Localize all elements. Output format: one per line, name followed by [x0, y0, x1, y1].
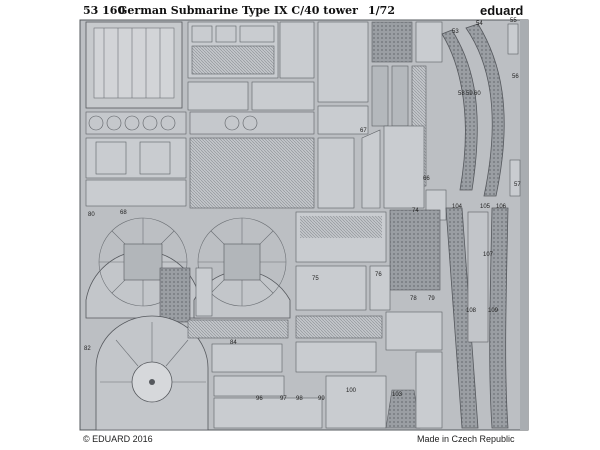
- part-group-upper-middle: [187, 21, 443, 135]
- part-number: 58: [458, 91, 465, 97]
- part-number: 104: [452, 204, 463, 210]
- part-number: 68: [120, 210, 127, 216]
- part-group-top-left: [85, 21, 183, 109]
- part-number: 59: [466, 91, 473, 97]
- part-number: 54: [476, 21, 483, 27]
- part-number: 109: [488, 308, 499, 314]
- part-group-curved-strips-top: [441, 23, 521, 197]
- brand-logo-text: eduard: [480, 3, 523, 18]
- part-number: 97: [280, 396, 287, 402]
- part-number: 105: [480, 204, 491, 210]
- svg-text:53 160: 53 160: [83, 4, 125, 17]
- origin-text: Made in Czech Republic: [417, 434, 515, 444]
- part-number: 106: [496, 204, 507, 210]
- part-number: 99: [318, 396, 325, 402]
- part-number: 79: [428, 296, 435, 302]
- part-number: 75: [312, 276, 319, 282]
- part-number: 76: [375, 272, 382, 278]
- part-number: 74: [412, 208, 419, 214]
- part-number: 107: [483, 252, 494, 258]
- part-number: 66: [423, 176, 430, 182]
- part-number: 103: [392, 392, 403, 398]
- part-number: 67: [360, 128, 367, 134]
- part-group-middle-left: [85, 125, 447, 221]
- part-number: 78: [410, 296, 417, 302]
- part-number: 55: [510, 18, 517, 24]
- fret-scale: 1/72: [368, 4, 395, 17]
- part-number: 96: [256, 396, 263, 402]
- part-number: 82: [84, 346, 91, 352]
- part-group-bottom-middle: [187, 311, 443, 429]
- fret-code: 53 160: [83, 4, 125, 17]
- part-number: 53: [452, 29, 459, 35]
- part-number: 60: [474, 91, 481, 97]
- copyright-text: © EDUARD 2016: [83, 434, 153, 444]
- platform-part-right: [193, 217, 291, 319]
- part-number: 108: [466, 308, 477, 314]
- part-number-labels: 53 54 55 56 57 58 59 60 66 67 68 74 75 7…: [84, 18, 521, 402]
- fret-edge-right: [520, 20, 528, 430]
- part-number: 100: [346, 388, 357, 394]
- part-group-center-panels: [159, 209, 441, 323]
- part-number: 57: [514, 182, 521, 188]
- deck-part-bottom-left: [95, 315, 209, 431]
- part-number: 98: [296, 396, 303, 402]
- fret-title: German Submarine Type IX C/40 tower: [118, 4, 358, 17]
- part-number: 56: [512, 74, 519, 80]
- part-number: 80: [88, 212, 95, 218]
- part-number: 84: [230, 340, 237, 346]
- part-group-vertical-strips: [445, 207, 509, 429]
- part-group-round-band: [85, 111, 315, 135]
